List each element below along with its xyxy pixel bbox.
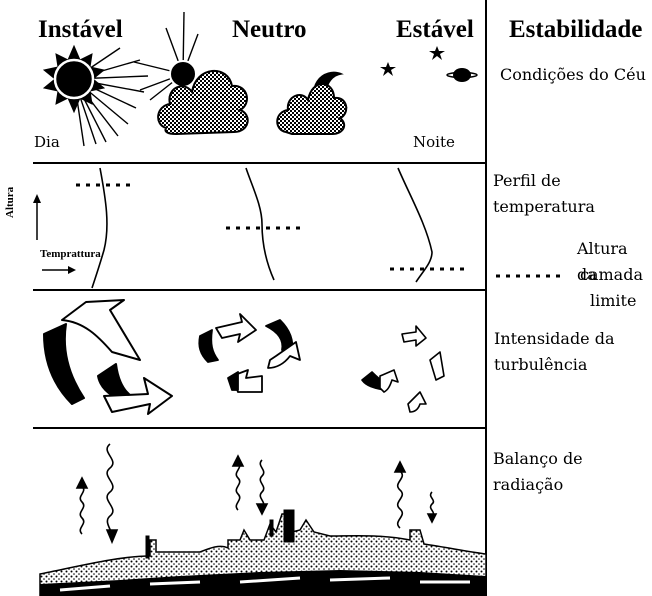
boundary-label-line3: limite [590,288,636,314]
radiation-arrows [77,444,436,542]
temperature-profile-label-line2: temperatura [493,194,595,220]
boundary-label-line2: camada [580,262,643,288]
sun-icon [44,46,148,146]
header-unstable: Instável [38,16,123,44]
turbulence-stable [362,326,444,412]
profile-neutral [246,168,274,280]
radiation-label-line2: radiação [493,472,563,498]
large-eddy-arrow [62,300,140,360]
turbulence-label-line1: Intensidade da [494,326,615,352]
star-icon [380,62,396,76]
tower-icon [284,510,294,542]
turbulence-label-line2: turbulência [494,352,587,378]
cloud-moon-icon [277,72,346,134]
temperature-profile-label-line1: Perfil de [493,168,561,194]
profile-stable [398,168,432,282]
night-sky-icon [380,46,477,116]
x-axis-label: Temprattura [40,248,101,260]
outgoing-radiation-neutral [236,462,239,510]
sun-behind-cloud-icon [134,12,248,134]
header-stable: Estável [396,16,474,44]
turbulence-unstable [44,300,172,414]
header-neutral: Neutro [232,16,307,44]
chimney-icon [146,536,149,558]
moon-icon [399,72,424,116]
star-icon [429,46,445,60]
outgoing-radiation-stable [398,471,403,528]
planet-icon [447,68,477,82]
outgoing-radiation-unstable [80,486,83,534]
incoming-radiation-unstable [107,444,113,534]
day-label: Dia [34,134,60,151]
turbulence-neutral [199,314,300,392]
incoming-radiation-neutral [260,460,263,508]
header-stability: Estabilidade [509,16,642,44]
night-label: Noite [413,134,455,151]
radiation-label-line1: Balanço de [493,446,583,472]
y-axis-label: Altura [4,187,16,218]
large-eddy-arrow [44,324,84,404]
sky-conditions-label: Condições do Céu [500,62,646,88]
incoming-radiation-stable [431,492,434,516]
